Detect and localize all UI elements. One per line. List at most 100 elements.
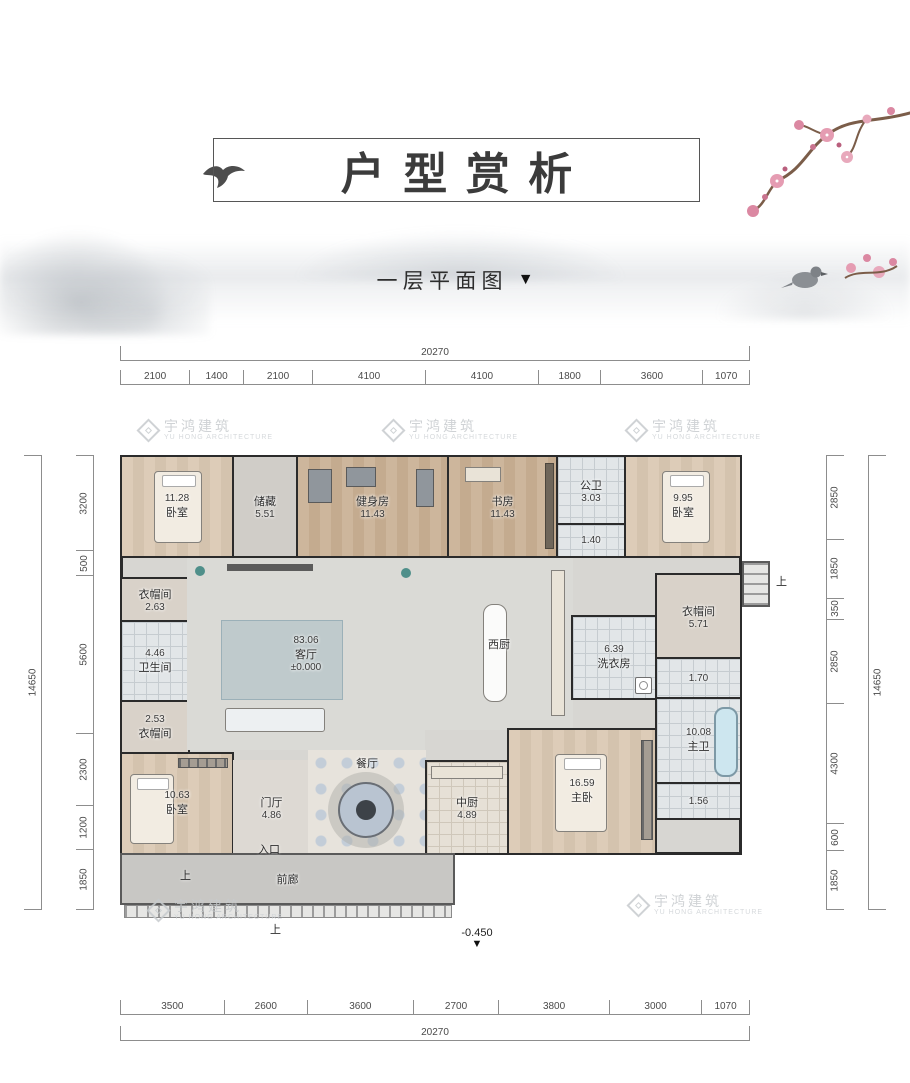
dim-value: 600	[830, 828, 841, 846]
dim-segment: 4100	[312, 370, 425, 385]
dim-segment: 1850	[76, 848, 94, 909]
dim-value: 1850	[830, 869, 841, 892]
room-area: 1.56	[688, 795, 709, 807]
wardrobe-icon	[178, 758, 228, 768]
dim-segment: 1800	[537, 370, 601, 385]
room-cloakroom-left-1: 衣帽间 2.63	[120, 577, 190, 622]
dim-value: 3600	[640, 371, 664, 382]
dim-segment: 4300	[826, 702, 844, 824]
washer-icon	[635, 677, 652, 694]
room-chinese-kitchen: 中厨 4.89	[425, 760, 509, 855]
floor-level-label: ±0.000	[290, 662, 322, 673]
plum-blossom-icon	[747, 107, 910, 217]
kitchen-counter-icon	[551, 570, 565, 716]
room-area: 16.59	[569, 778, 595, 789]
entrance-steps	[124, 905, 452, 918]
dim-value: 2100	[143, 371, 167, 382]
dim-segment: 2300	[76, 733, 94, 806]
triangle-down-icon: ▼	[471, 938, 483, 950]
dim-segment: 14650	[24, 455, 42, 909]
room-area: 3.03	[581, 492, 601, 504]
porch: 前廊	[120, 853, 455, 905]
room-area: 4.89	[457, 810, 477, 821]
dim-segment: 2600	[223, 1000, 307, 1015]
room-study: 书房 11.43	[447, 455, 558, 558]
room-name: 书房	[491, 496, 514, 508]
room-area: 4.46	[145, 647, 165, 659]
floor-plan: 11.28 卧室 储藏 5.51 健身房 11.43 书房 11.43 公卫 3…	[120, 455, 787, 950]
dim-bottom-segments: 3500 2600 3600 2700 3800 3000 1070	[120, 1000, 750, 1015]
dim-segment: 3500	[120, 1000, 224, 1015]
subtitle: 一层平面图 ▼	[0, 265, 910, 295]
dim-value: 2100	[266, 371, 290, 382]
dim-value: 1070	[715, 371, 738, 382]
watermark-logo-icon	[136, 418, 161, 443]
dim-segment: 5600	[76, 575, 94, 734]
ink-wash-decoration	[0, 185, 210, 335]
room-storage: 储藏 5.51	[232, 455, 298, 558]
subtitle-text: 一层平面图	[376, 270, 508, 293]
room-name: 主卧	[571, 792, 593, 804]
watermark-en: YU HONG ARCHITECTURE	[409, 434, 519, 442]
bookshelf-icon	[545, 463, 554, 549]
dim-value: 20270	[421, 347, 449, 358]
room-name: 卧室	[166, 804, 188, 816]
room-name: 西厨	[488, 639, 510, 651]
room-name: 餐厅	[356, 758, 378, 770]
plant-icon	[401, 568, 411, 578]
room-laundry: 6.39 洗衣房	[571, 615, 657, 700]
room-area: 11.43	[490, 509, 515, 520]
treadmill-icon	[416, 469, 434, 507]
room-bedroom-bottom-left: 10.63 卧室	[120, 752, 234, 855]
kitchen-island-icon	[483, 604, 507, 702]
room-cloakroom-right: 衣帽间 5.71	[655, 573, 742, 659]
watermark-cn: 宇鸿建筑	[164, 418, 232, 434]
dim-segment: 4100	[424, 370, 538, 385]
room-wc-right: 1.70	[655, 657, 742, 699]
room-name: 储藏	[254, 496, 276, 508]
dim-segment: 3000	[608, 1000, 702, 1015]
gym-equipment-icon	[346, 467, 376, 487]
plant-icon	[195, 566, 205, 576]
room-living: 83.06 客厅 ±0.000	[187, 558, 425, 750]
room-bedroom-top-left: 11.28 卧室	[120, 455, 234, 558]
dim-value: 3500	[161, 1001, 184, 1012]
room-area: 11.28	[164, 493, 190, 504]
watermark-en: YU HONG ARCHITECTURE	[654, 909, 764, 917]
room-name: 洗衣房	[597, 658, 631, 670]
room-public-bathroom-ante: 1.40	[556, 523, 626, 558]
room-bedroom-top-right: 9.95 卧室	[624, 455, 742, 558]
dim-segment: 2100	[242, 370, 313, 385]
dining-table-icon	[338, 782, 394, 838]
dim-segment: 1200	[76, 805, 94, 849]
room-name: 卧室	[166, 507, 188, 519]
sparrow-blossom-icon	[781, 254, 898, 288]
desk-icon	[465, 467, 501, 482]
dim-right-segments: 2850 1850 350 2850 4300 600 1850	[826, 455, 844, 910]
room-name: 卧室	[672, 507, 694, 519]
gym-equipment-icon	[308, 469, 332, 503]
dim-segment: 1070	[701, 1000, 749, 1015]
room-west-kitchen: 西厨	[425, 558, 573, 730]
dim-segment: 600	[826, 823, 844, 851]
watermark-en: YU HONG ARCHITECTURE	[164, 434, 274, 442]
watermark-en: YU HONG ARCHITECTURE	[652, 434, 762, 442]
dim-segment: 3800	[498, 1000, 609, 1015]
bed-icon	[555, 754, 607, 832]
bed-icon	[662, 471, 710, 543]
watermark-cn: 宇鸿建筑	[652, 418, 720, 434]
room-master-bedroom: 16.59 主卧	[507, 728, 657, 855]
entrance-label: 入口	[258, 844, 280, 856]
wardrobe-icon	[641, 740, 653, 840]
dim-segment: 1070	[702, 370, 749, 385]
room-wc-master: 1.56	[655, 782, 742, 820]
room-area: 5.71	[688, 618, 709, 630]
dim-segment: 2850	[826, 618, 844, 703]
level-value: -0.450	[461, 927, 493, 939]
room-area: 83.06	[293, 635, 319, 646]
dim-segment: 350	[826, 597, 844, 619]
dim-left-segments: 3200 500 5600 2300 1200 1850	[76, 455, 94, 910]
